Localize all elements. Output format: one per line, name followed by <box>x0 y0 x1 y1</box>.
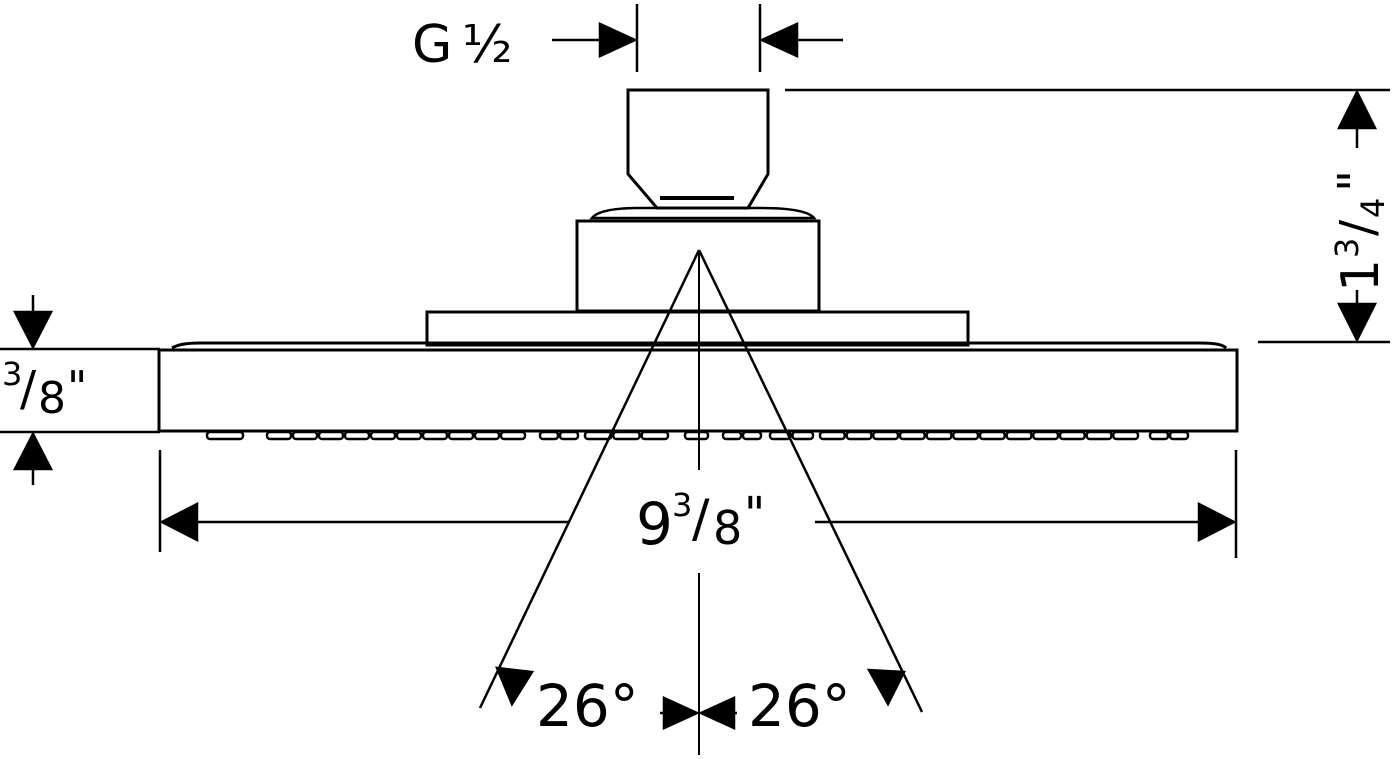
nozzle <box>421 430 449 441</box>
nozzle <box>583 430 613 441</box>
nozzle <box>721 430 743 441</box>
nozzle <box>499 430 527 441</box>
height-dimension <box>785 88 1390 344</box>
connection-nut <box>626 88 770 210</box>
nozzle <box>683 430 710 441</box>
arrow-down-icon <box>12 310 54 350</box>
nozzle <box>1005 430 1033 441</box>
height-numerator: 3 <box>1328 238 1366 258</box>
nozzle <box>1148 430 1170 441</box>
arrow-right-icon <box>598 22 639 58</box>
nozzle <box>612 430 641 441</box>
diameter-unit: " <box>744 487 765 541</box>
spray-line-left <box>478 249 701 709</box>
nozzle <box>768 430 792 441</box>
arrow-up-icon <box>1336 89 1378 130</box>
arrow-right-icon <box>662 696 701 730</box>
thickness-slash: / <box>20 361 37 417</box>
nut-flange <box>589 206 817 220</box>
thread-dimension <box>552 4 843 72</box>
diameter-denominator: 8 <box>713 501 742 555</box>
height-label: 1 3 / 4 " <box>1328 170 1392 292</box>
nozzle <box>558 430 580 441</box>
nozzle <box>343 430 371 441</box>
arrow-right-icon <box>866 668 906 707</box>
arrow-left-icon <box>697 696 736 730</box>
arrow-up-icon <box>12 431 54 471</box>
thickness-dimension <box>0 295 160 485</box>
spray-angle-arrows <box>495 666 906 730</box>
thread-letter: G <box>412 15 452 75</box>
nozzle <box>369 430 397 441</box>
nozzle <box>1168 430 1190 441</box>
nozzle <box>447 430 475 441</box>
spray-angle-left-label: 26° <box>536 672 639 740</box>
thickness-unit: " <box>67 362 87 413</box>
arrow-down-icon <box>1336 302 1378 343</box>
arrow-right-icon <box>1197 501 1237 543</box>
height-denominator: 4 <box>1354 198 1392 218</box>
nozzle <box>395 430 423 441</box>
nozzle <box>898 430 926 441</box>
diameter-numerator: 3 <box>672 486 692 524</box>
nozzle <box>978 430 1006 441</box>
nozzle <box>952 430 980 441</box>
nozzle <box>1112 430 1140 441</box>
arrow-left-icon <box>758 22 799 58</box>
nozzle <box>265 430 293 441</box>
nozzle <box>791 430 815 441</box>
nozzle <box>1085 430 1113 441</box>
nozzle <box>640 430 670 441</box>
nozzle <box>872 430 900 441</box>
nozzle <box>291 430 319 441</box>
arrow-left-icon <box>495 666 535 707</box>
nozzle <box>1032 430 1060 441</box>
nozzle <box>317 430 345 441</box>
spray-cone-lines <box>478 249 924 713</box>
thread-fraction: ½ <box>462 15 512 75</box>
nozzle <box>205 430 245 441</box>
nozzle <box>845 430 873 441</box>
nozzle <box>818 430 846 441</box>
nozzle <box>473 430 501 441</box>
spray-angle-right-label: 26° <box>748 672 851 740</box>
nozzle <box>1058 430 1086 441</box>
arrow-left-icon <box>159 501 199 543</box>
nozzle <box>538 430 560 441</box>
diameter-whole: 9 <box>636 490 673 558</box>
diameter-dimension <box>158 450 1238 558</box>
diameter-slash: / <box>692 489 710 549</box>
nozzle <box>741 430 763 441</box>
spray-line-right <box>697 249 924 713</box>
height-slash: / <box>1330 219 1386 236</box>
height-whole: 1 <box>1331 259 1391 292</box>
nozzle-row <box>205 430 1190 441</box>
height-unit: " <box>1328 170 1384 192</box>
thickness-numerator: 3 <box>2 355 22 393</box>
mounting-plate <box>425 310 970 347</box>
nozzle <box>925 430 953 441</box>
thickness-denominator: 8 <box>38 373 66 424</box>
